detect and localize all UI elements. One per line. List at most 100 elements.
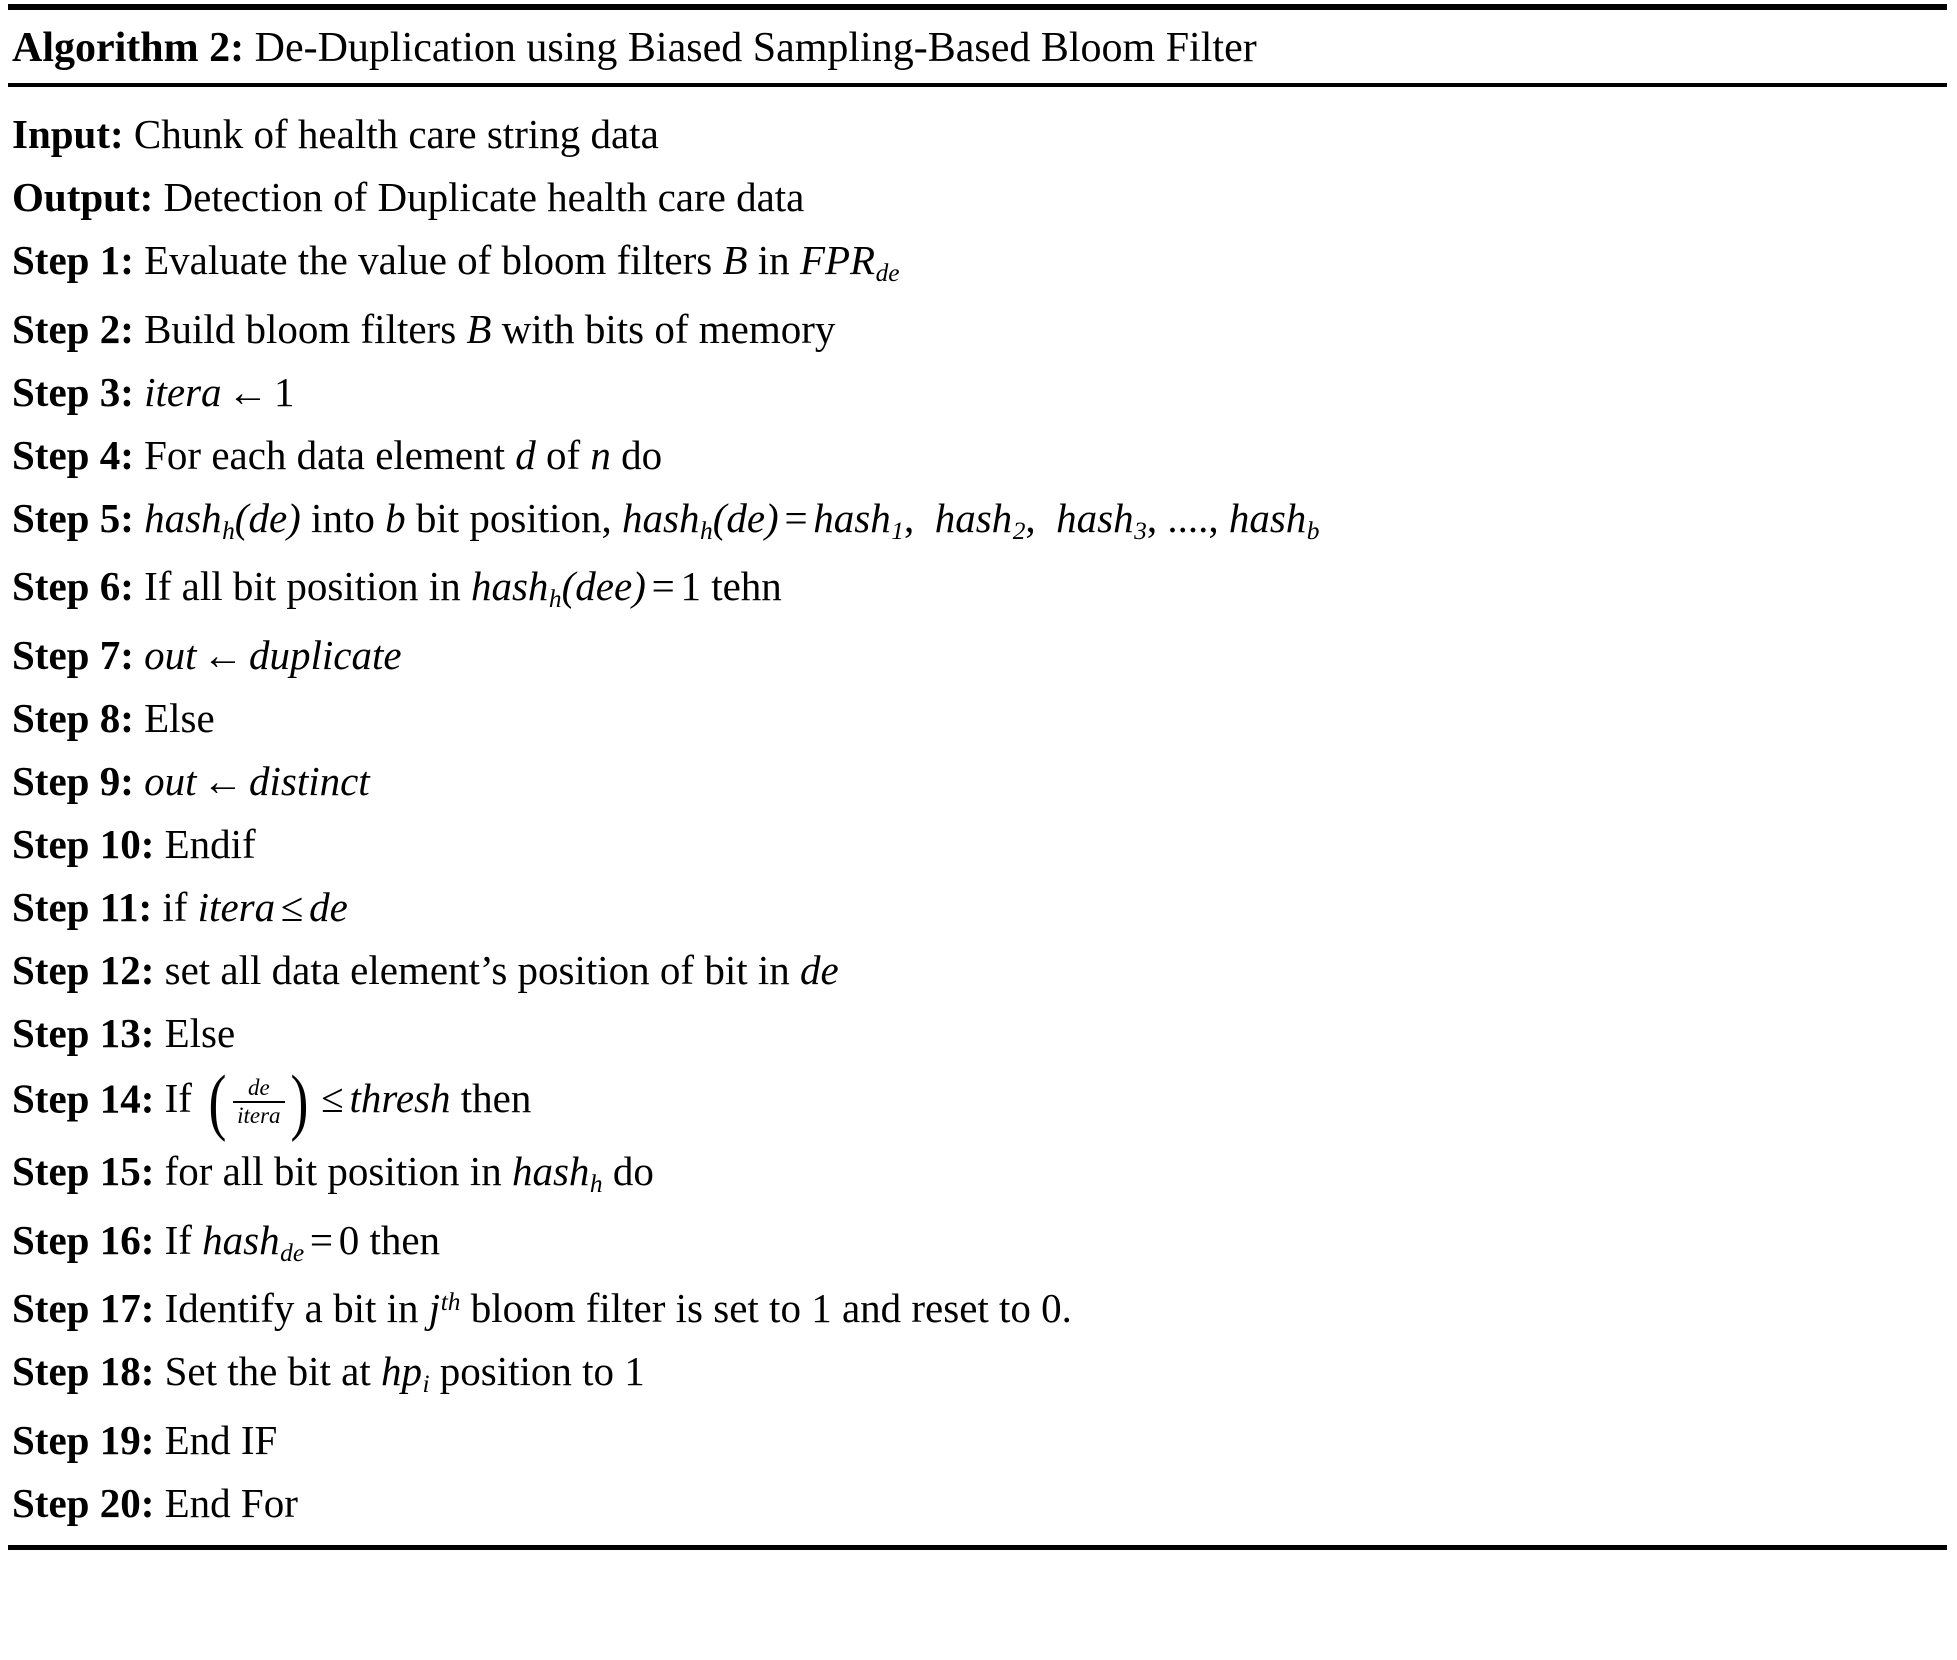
subscript-h: h	[699, 516, 713, 545]
line-body: Else	[165, 1010, 236, 1056]
text-positionto1: position to 1	[439, 1348, 645, 1395]
text-evaluate: Evaluate the value of bloom filters	[144, 237, 713, 283]
var-hash: hash	[470, 563, 549, 610]
line-label: Output:	[12, 174, 154, 220]
text-endif: Endif	[164, 820, 256, 867]
line-label: Step 10:	[12, 820, 155, 867]
line-label: Step 3:	[12, 368, 134, 415]
var-hash: hash	[813, 494, 891, 541]
line-body: if itera≤de	[162, 884, 347, 930]
line-body: Endif	[165, 821, 256, 867]
var-duplicate: duplicate	[248, 631, 402, 678]
algorithm-line-step-11: Step 11: if itera≤de	[12, 876, 1939, 939]
line-body: Identify a bit in jth bloom filter is se…	[165, 1285, 1072, 1331]
algorithm-line-step-20: Step 20: End For	[12, 1472, 1939, 1535]
algorithm-line-step-10: Step 10: Endif	[12, 813, 1939, 876]
text-ifall: If all bit position in	[144, 563, 461, 610]
algorithm-line-step-18: Step 18: Set the bit at hpi position to …	[12, 1340, 1939, 1409]
algorithm-line-step-9: Step 9: out←distinct	[12, 750, 1939, 813]
var-b: b	[385, 494, 406, 541]
superscript-th: th	[440, 1288, 461, 1317]
text-of: of	[545, 431, 581, 478]
fraction-denominator: itera	[233, 1101, 285, 1128]
algorithm-steps: Input: Chunk of health care string data …	[8, 87, 1939, 1539]
algorithm-title: Algorithm 2: De-Duplication using Biased…	[8, 10, 1939, 83]
algorithm-title-label: Algorithm 2:	[12, 25, 245, 71]
text-forall: for all bit position in	[164, 1148, 502, 1195]
text-then: then	[460, 1074, 532, 1121]
text-endif-caps: End IF	[164, 1416, 278, 1463]
line-body: set all data element’s position of bit i…	[165, 947, 839, 993]
var-hash: hash	[934, 494, 1013, 541]
var-de: de	[248, 494, 288, 541]
equals-sign: =	[784, 494, 808, 541]
subscript-i: i	[422, 1370, 430, 1399]
rule-top	[8, 4, 1947, 10]
paren-close: )	[287, 494, 301, 541]
text-endfor: End For	[164, 1479, 298, 1526]
var-hash: hash	[511, 1148, 590, 1195]
var-out: out	[144, 757, 197, 804]
text-If: If	[164, 1216, 192, 1263]
text-setall: set all data element’s position of bit i…	[164, 946, 790, 993]
paren-close: )	[632, 563, 646, 610]
fraction-numerator: de	[248, 1075, 270, 1101]
leq-sign: ≤	[280, 883, 304, 930]
algorithm-line-output: Output: Detection of Duplicate health ca…	[12, 166, 1939, 229]
arrow-icon: ←	[202, 757, 244, 804]
algorithm-line-step-7: Step 7: out←duplicate	[12, 624, 1939, 687]
var-de: de	[726, 494, 766, 541]
line-body: If all bit position in hashh(dee)=1 tehn	[144, 563, 782, 612]
text-foreach: For each data element	[144, 431, 505, 478]
line-label: Step 9:	[12, 757, 134, 804]
var-hash: hash	[1056, 494, 1134, 541]
line-label: Step 17:	[12, 1285, 155, 1332]
var-j: j	[428, 1285, 441, 1332]
paren-open: (	[712, 494, 727, 541]
algorithm-line-step-12: Step 12: set all data element’s position…	[12, 939, 1939, 1002]
text-then: then	[369, 1216, 441, 1263]
var-B: B	[722, 237, 748, 283]
line-body: Else	[144, 695, 215, 741]
line-label: Step 12:	[12, 946, 155, 993]
line-label: Step 7:	[12, 631, 134, 678]
num-0: 0	[338, 1216, 360, 1263]
var-n: n	[590, 431, 611, 478]
line-body: Evaluate the value of bloom filters B in…	[144, 237, 899, 286]
algorithm-line-step-6: Step 6: If all bit position in hashh(dee…	[12, 555, 1939, 624]
subscript-h: h	[222, 516, 235, 545]
rule-under-title	[8, 83, 1947, 87]
algorithm-line-step-13: Step 13: Else	[12, 1002, 1939, 1065]
text-in: in	[757, 237, 790, 283]
line-body: End IF	[165, 1417, 278, 1463]
text-bloomset: bloom filter is set to 1 and reset to 0.	[470, 1285, 1072, 1332]
var-hash: hash	[622, 494, 700, 541]
line-body: End For	[165, 1480, 298, 1526]
line-body: out←distinct	[144, 758, 370, 804]
equals-sign: =	[651, 563, 675, 610]
line-body: Build bloom filters B with bits of memor…	[144, 306, 835, 352]
line-body: for all bit position in hashh do	[164, 1148, 654, 1197]
var-de: de	[309, 883, 348, 930]
var-hash: hash	[144, 494, 222, 541]
text-setbit: Set the bit at	[164, 1348, 371, 1395]
algorithm-line-step-3: Step 3: itera←1	[12, 361, 1939, 424]
leq-sign: ≤	[321, 1074, 344, 1121]
var-out: out	[144, 631, 197, 678]
line-label: Step 5:	[12, 494, 134, 541]
line-label: Step 20:	[12, 1479, 155, 1526]
line-body: For each data element d of n do	[144, 432, 662, 478]
subscript-h: h	[548, 585, 562, 614]
subscript-de: de	[875, 259, 900, 288]
text-chunk: Chunk of health care string data	[133, 111, 659, 157]
line-body: If hashde=0 then	[164, 1216, 441, 1265]
algorithm-line-step-2: Step 2: Build bloom filters B with bits …	[12, 298, 1939, 361]
algorithm-line-step-8: Step 8: Else	[12, 687, 1939, 750]
algorithm-block: Algorithm 2: De-Duplication using Biased…	[0, 4, 1957, 1550]
num-1: 1	[274, 368, 295, 415]
text-If: If	[164, 1074, 192, 1121]
arrow-icon: ←	[202, 631, 244, 678]
equals-sign: =	[309, 1216, 333, 1263]
text-bitposition: bit position,	[415, 494, 612, 541]
var-d: d	[515, 431, 536, 478]
